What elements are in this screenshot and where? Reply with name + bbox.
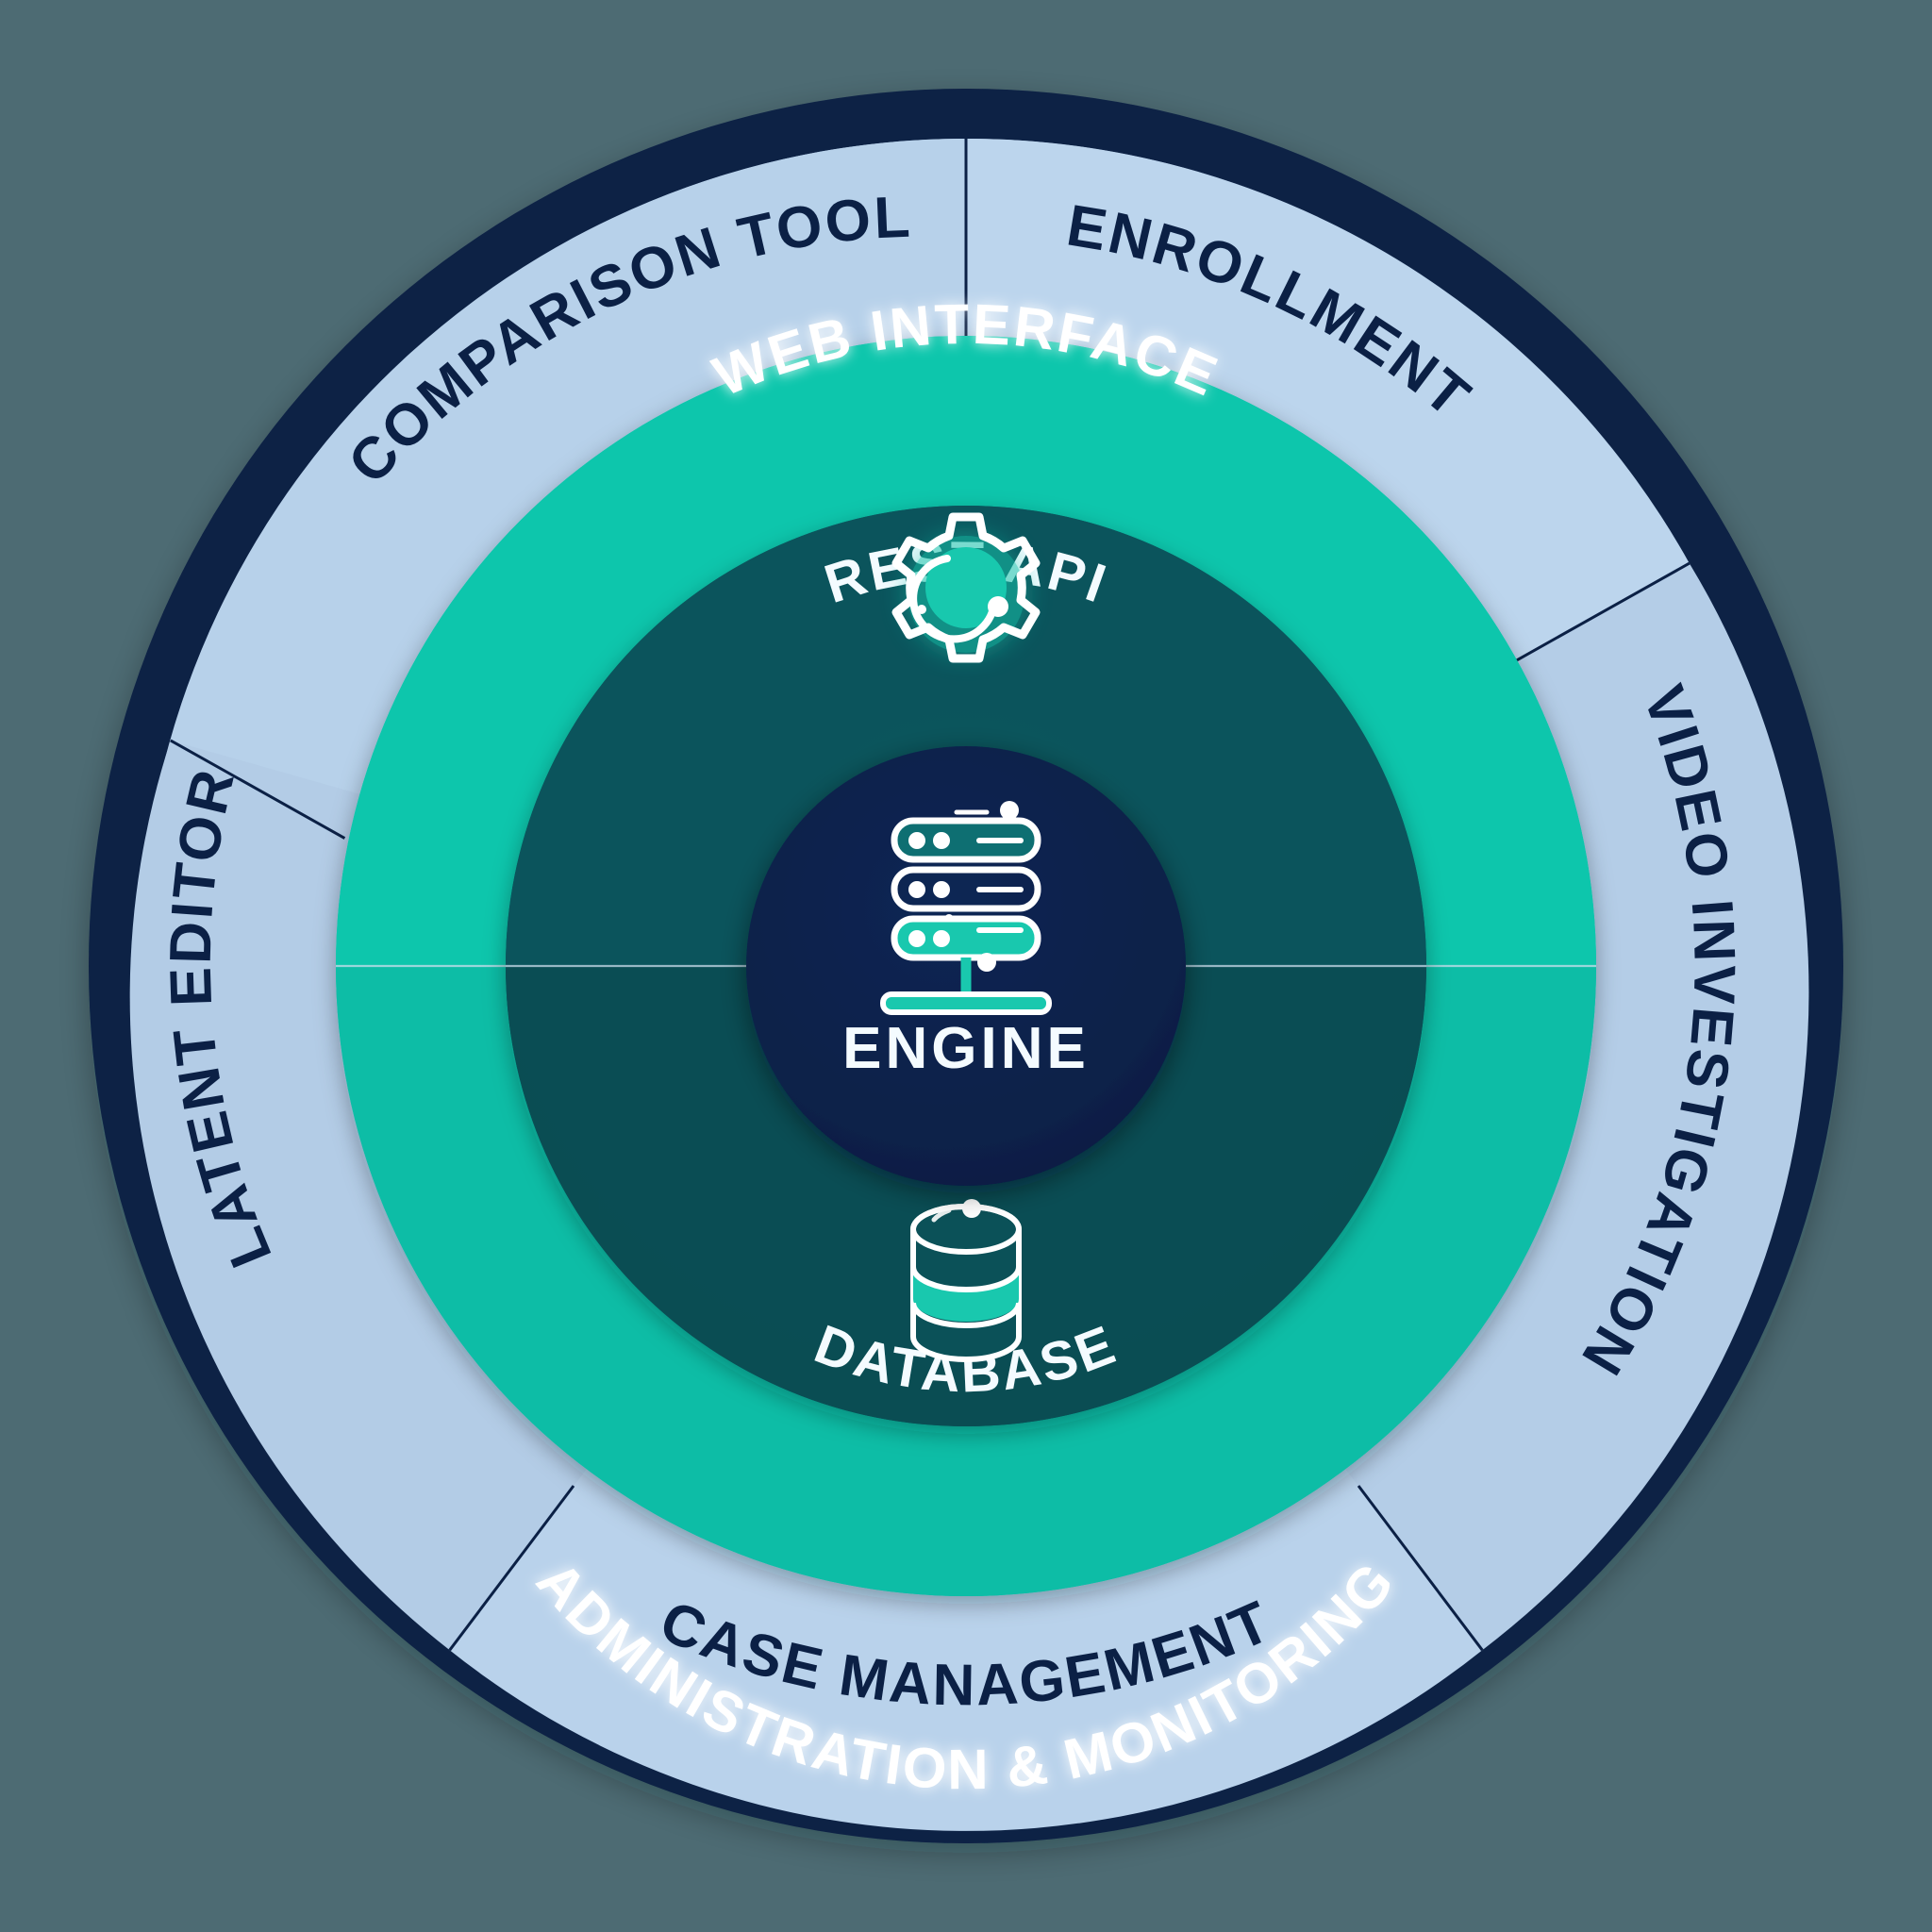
label-engine: ENGINE	[842, 1014, 1090, 1079]
outer-ring-dividers	[170, 139, 1690, 1652]
database-cylinder-icon	[910, 1199, 1022, 1362]
segment-database[interactable]	[506, 966, 1426, 1426]
gear-icon	[891, 512, 1041, 663]
segment-rest-api[interactable]	[506, 506, 1426, 966]
inner-ring-group	[506, 506, 1426, 1426]
